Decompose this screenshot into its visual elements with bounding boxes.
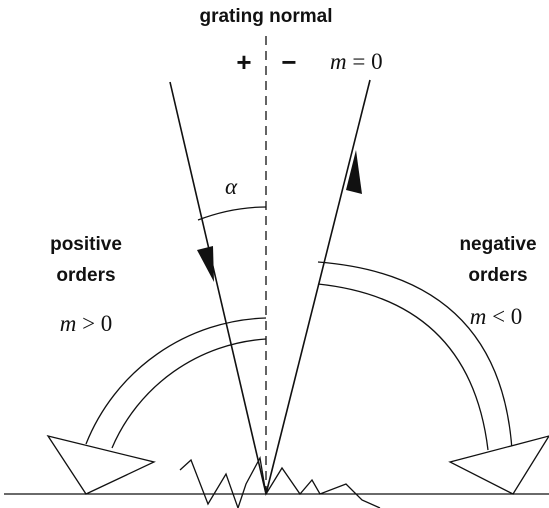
alpha-label: α <box>225 174 238 199</box>
grating-normal-label: grating normal <box>199 6 332 27</box>
grating-grooves <box>179 456 381 508</box>
negative-orders-arc-inner <box>317 283 489 451</box>
negative-orders-m: m <box>470 304 487 329</box>
zero-order-arrowhead <box>346 150 362 194</box>
plus-sign-label: + <box>236 47 251 77</box>
positive-orders-arc-outer <box>85 317 267 445</box>
minus-sign-label: − <box>281 47 296 77</box>
incident-ray-arrowhead <box>197 246 214 282</box>
negative-orders-arrowhead <box>448 435 549 495</box>
positive-orders-inequality: > 0 <box>76 311 112 336</box>
alpha-angle-arc <box>197 206 267 221</box>
negative-orders-inequality: < 0 <box>486 304 522 329</box>
positive-orders-label-line2: orders <box>56 265 115 286</box>
zero-order-label: m = 0 <box>330 49 383 74</box>
positive-orders-arc-inner <box>111 338 267 449</box>
positive-orders-label-line1: positive <box>50 234 122 255</box>
negative-orders-label-line1: negative <box>459 234 536 255</box>
positive-orders-condition: m > 0 <box>60 311 113 336</box>
positive-orders-m: m <box>60 311 77 336</box>
negative-orders-label-line2: orders <box>468 265 527 286</box>
zero-order-ray <box>265 79 371 495</box>
incident-ray <box>169 81 267 495</box>
zero-order-m: m <box>330 49 347 74</box>
negative-orders-condition: m < 0 <box>470 304 523 329</box>
negative-orders-arc-outer <box>317 261 513 451</box>
zero-order-equation: = 0 <box>347 49 383 74</box>
positive-orders-arrowhead <box>46 434 156 495</box>
